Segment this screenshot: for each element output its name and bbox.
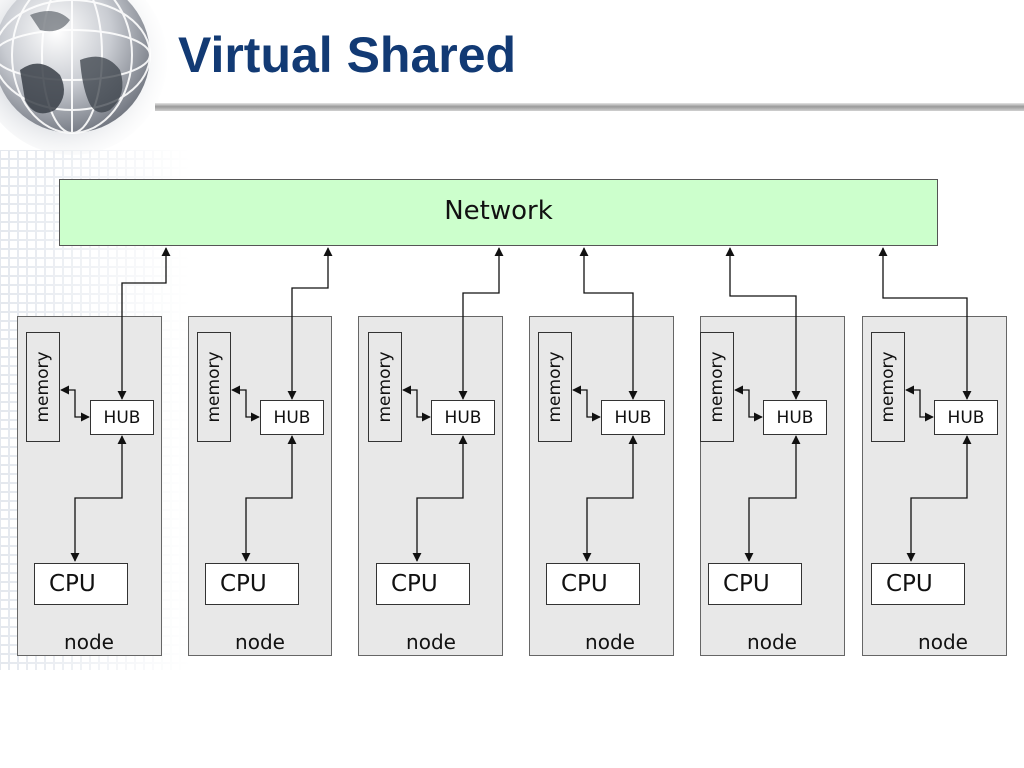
hub-box: HUB (260, 400, 324, 435)
memory-hub-link (905, 385, 934, 422)
hub-network-link (579, 247, 638, 400)
memory-box: memory (197, 332, 231, 442)
title-divider (155, 103, 1024, 111)
hub-cpu-link (582, 435, 638, 562)
hub-cpu-link (744, 435, 801, 562)
node-label: node (918, 630, 968, 654)
memory-hub-link (60, 385, 90, 422)
hub-cpu-link (412, 435, 468, 562)
network-label: Network (444, 195, 553, 226)
hub-box: HUB (601, 400, 665, 435)
memory-box: memory (538, 332, 572, 442)
hub-cpu-link (70, 435, 127, 562)
memory-hub-link (572, 385, 601, 422)
node-label: node (235, 630, 285, 654)
cpu-label: CPU (220, 571, 267, 597)
hub-label: HUB (103, 407, 141, 428)
hub-box: HUB (431, 400, 495, 435)
globe-icon (0, 0, 167, 155)
hub-label: HUB (947, 407, 985, 428)
memory-hub-link (231, 385, 260, 422)
hub-label: HUB (614, 407, 652, 428)
hub-box: HUB (90, 400, 154, 435)
hub-box: HUB (763, 400, 827, 435)
hub-cpu-link (241, 435, 297, 562)
hub-network-link (458, 247, 504, 400)
cpu-label: CPU (391, 571, 438, 597)
cpu-label: CPU (561, 571, 608, 597)
node-label: node (747, 630, 797, 654)
node-label: node (406, 630, 456, 654)
page-title: Virtual Shared (178, 27, 517, 83)
cpu-label: CPU (723, 571, 770, 597)
hub-label: HUB (444, 407, 482, 428)
cpu-box: CPU (376, 563, 470, 605)
hub-label: HUB (776, 407, 814, 428)
node-label: node (585, 630, 635, 654)
hub-network-link (117, 247, 171, 400)
hub-network-link (287, 247, 333, 400)
hub-box: HUB (934, 400, 998, 435)
hub-label: HUB (273, 407, 311, 428)
memory-hub-link (734, 385, 763, 422)
cpu-box: CPU (871, 563, 965, 605)
memory-hub-link (402, 385, 431, 422)
cpu-box: CPU (546, 563, 640, 605)
hub-network-link (878, 247, 972, 400)
network-box: Network (59, 179, 938, 246)
cpu-label: CPU (886, 571, 933, 597)
node-label: node (64, 630, 114, 654)
cpu-box: CPU (34, 563, 128, 605)
cpu-label: CPU (49, 571, 96, 597)
cpu-box: CPU (205, 563, 299, 605)
hub-network-link (725, 247, 801, 400)
cpu-box: CPU (708, 563, 802, 605)
memory-box: memory (368, 332, 402, 442)
hub-cpu-link (906, 435, 972, 562)
memory-box: memory (26, 332, 60, 442)
